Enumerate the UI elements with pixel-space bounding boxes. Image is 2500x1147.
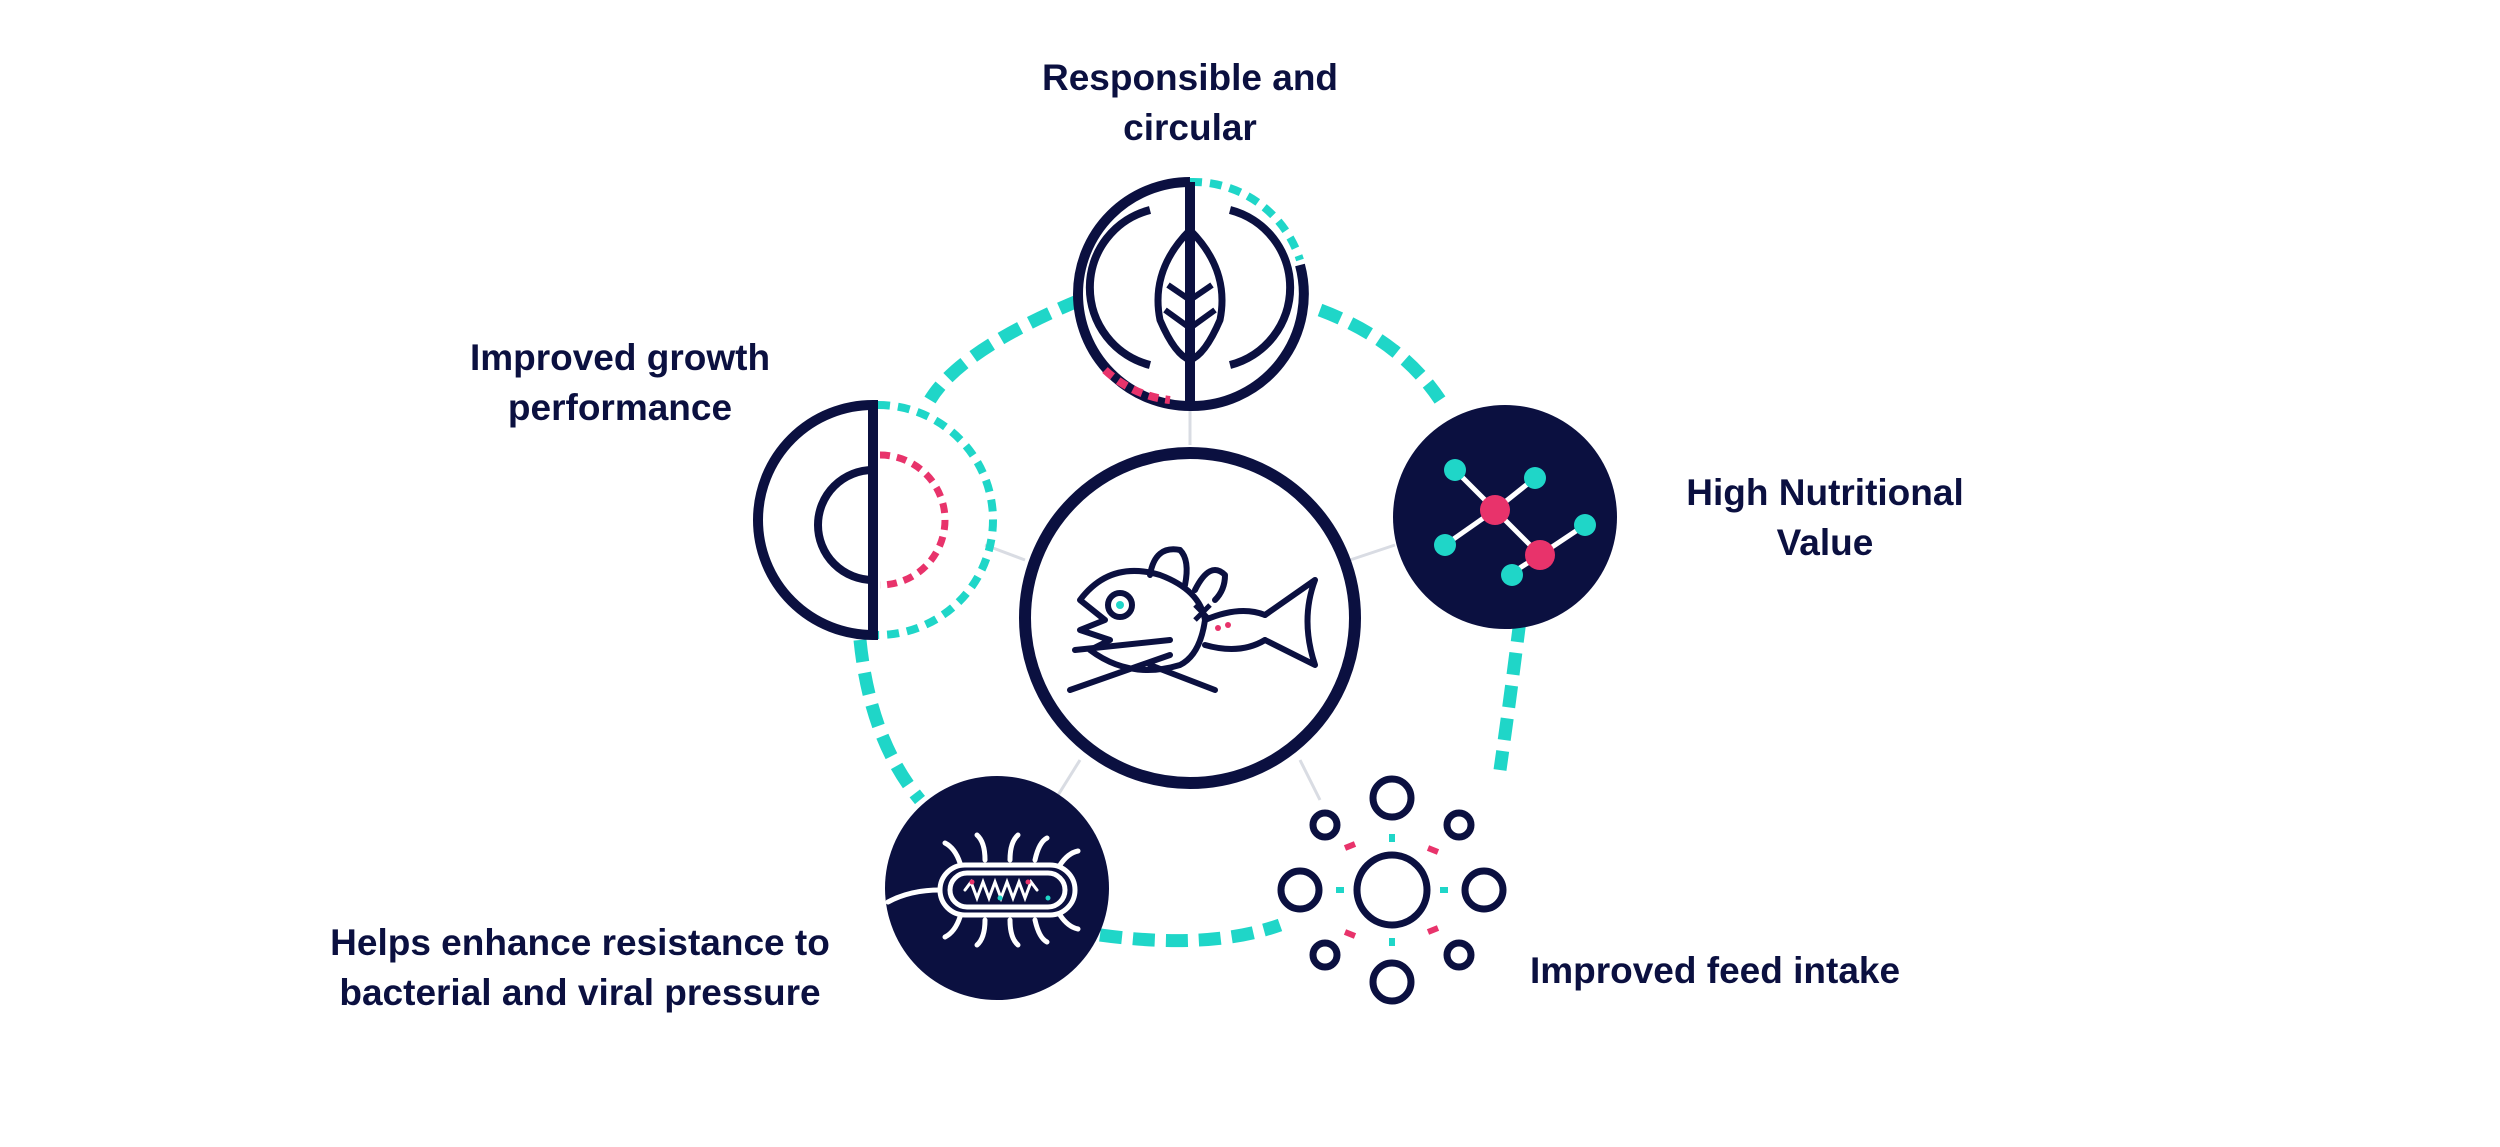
label-responsible: Responsible and circular xyxy=(1020,53,1360,153)
feed-pellets-icon xyxy=(1277,775,1507,1005)
molecule-icon xyxy=(1393,405,1617,629)
leaf-circle-icon xyxy=(1073,177,1309,412)
label-line: Improved growth xyxy=(469,337,771,378)
label-line: Helps enhance resistance to xyxy=(330,922,830,963)
label-resistance: Helps enhance resistance to bacterial an… xyxy=(300,918,860,1018)
label-line: circular xyxy=(1123,107,1257,148)
label-line: Value xyxy=(1776,522,1874,563)
label-line: performance xyxy=(507,387,733,428)
label-line: Improved feed intake xyxy=(1529,950,1901,991)
label-nutrition: High Nutritional Value xyxy=(1640,468,2010,568)
label-feed: Improved feed intake xyxy=(1500,946,1930,996)
label-growth: Improved growth performance xyxy=(440,333,800,433)
connecting-ring xyxy=(853,294,1527,948)
label-line: Responsible and xyxy=(1041,57,1339,98)
bacterium-icon xyxy=(885,776,1109,1000)
label-line: High Nutritional xyxy=(1686,472,1964,513)
fish-icon xyxy=(1019,447,1361,789)
half-circle-growth-icon xyxy=(753,399,997,641)
label-line: bacterial and viral pressure xyxy=(339,972,821,1013)
